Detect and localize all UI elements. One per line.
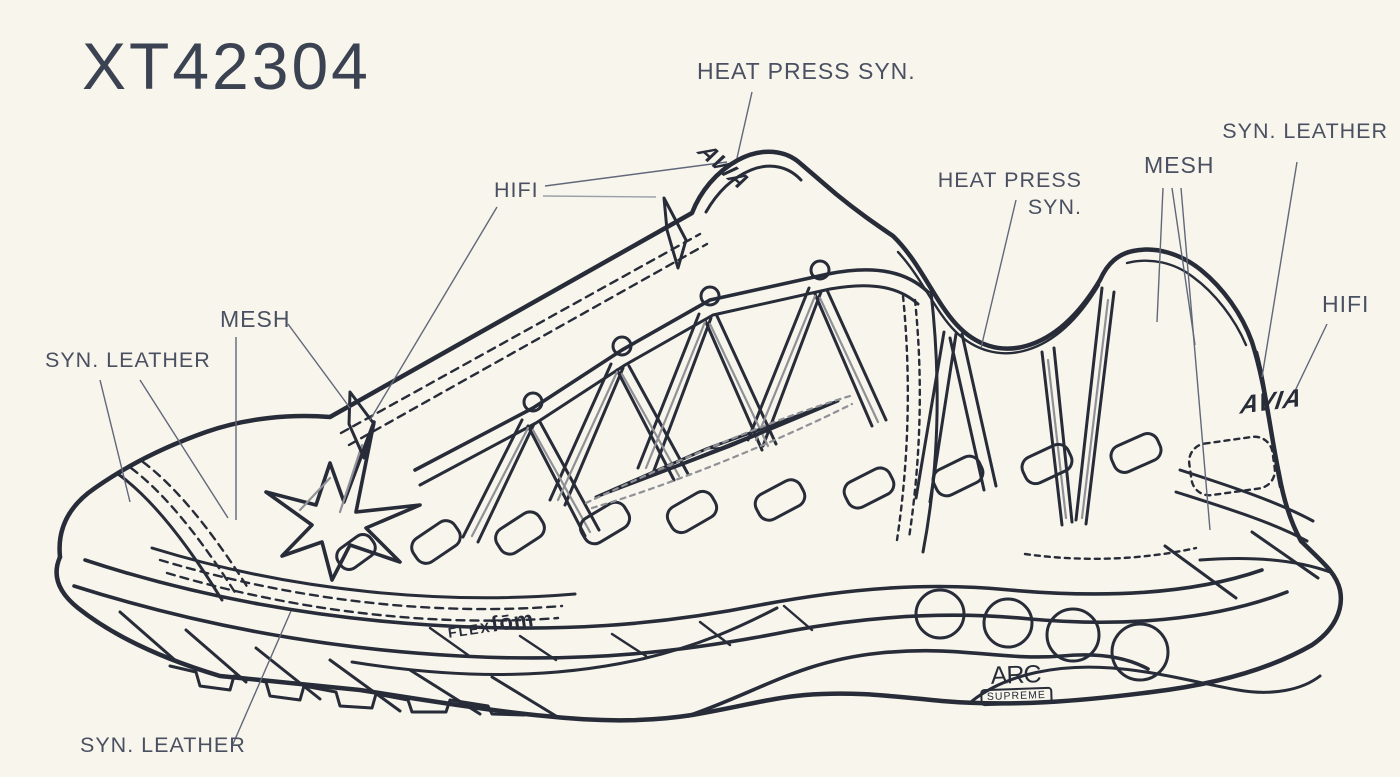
callout-hifi-right: HIFI [1322,291,1370,317]
eyelets [522,259,831,413]
leader-lines [99,91,1328,745]
cage-windows [335,432,1163,571]
callout-heat-press-right-line1: HEAT PRESS [937,168,1082,192]
cage-struts [461,286,1116,544]
flexfoam-flex-text: FLEX [446,618,493,641]
callout-syn-leather-top-right: SYN. LEATHER [1222,119,1388,143]
callout-heat-press-right-line2: SYN. [1027,195,1082,219]
star-overlay [264,420,422,582]
callout-syn-leather-left: SYN. LEATHER [45,348,211,372]
avia-side-arrow [584,394,854,510]
upper-outline [57,149,1304,622]
callout-mesh-left: MESH [220,306,291,332]
callout-syn-leather-bottom: SYN. LEATHER [80,733,246,757]
arc-text: ARC [990,660,1042,690]
lace-loop-top [662,196,688,270]
callout-heat-press-right: HEAT PRESS SYN. [938,167,1082,221]
arc-supreme-logo: ARC SUPREME [965,660,1066,707]
supreme-text: SUPREME [979,686,1054,707]
lace-loop-front [347,390,376,460]
heel-cushion-pods [914,588,1170,682]
callout-mesh-right: MESH [1144,152,1215,178]
midsole-outsole [54,468,1344,723]
callout-hifi-left: HIFI [494,178,539,202]
callout-heat-press-top: HEAT PRESS SYN. [697,58,916,84]
model-number: XT42304 [82,29,371,103]
flexfoam-fom-text: fōm [489,605,536,637]
lace-cage [264,196,1163,582]
